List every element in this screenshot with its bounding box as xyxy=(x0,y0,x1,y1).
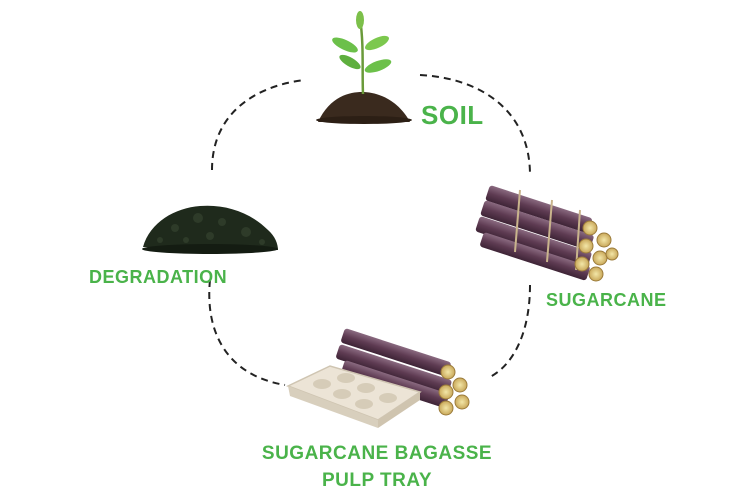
sugarcane-bundle-icon xyxy=(475,185,619,282)
label-degradation: DEGRADATION xyxy=(89,267,228,287)
arc-soil-to-sugarcane xyxy=(419,74,531,176)
arc-degradation-to-soil xyxy=(211,79,306,171)
label-tray-line-1: SUGARCANE BAGASSE xyxy=(261,443,493,464)
label-soil: SOIL xyxy=(421,100,484,130)
compost-heap-icon xyxy=(142,205,278,254)
label-tray-line-2: PULP TRAY xyxy=(321,470,433,491)
seedling-soil-icon xyxy=(316,11,412,124)
pulp-tray-icon xyxy=(286,328,470,428)
arc-tray-to-degradation xyxy=(208,279,286,386)
cycle-arrows xyxy=(208,74,531,386)
label-bagasse-pulp-tray: SUGARCANE BAGASSE PULP TRAY xyxy=(254,440,500,494)
arc-sugarcane-to-tray xyxy=(487,284,531,379)
label-sugarcane: SUGARCANE xyxy=(546,290,667,310)
